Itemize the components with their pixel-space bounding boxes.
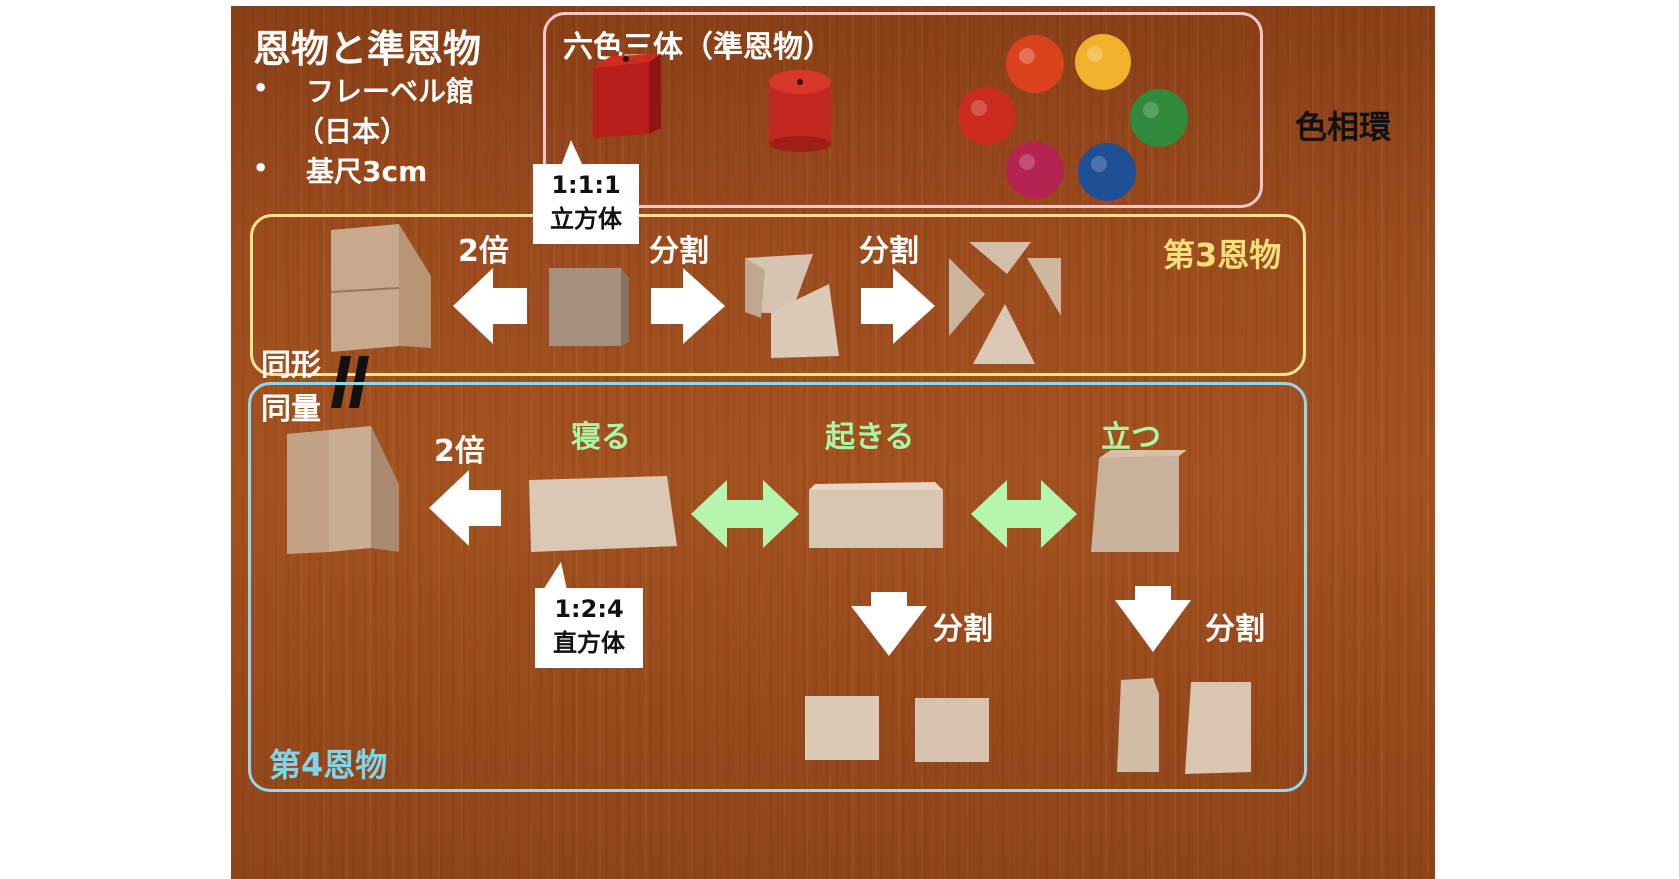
red-cube [593, 62, 649, 138]
gift3-split-label-1: 分割 [649, 234, 709, 269]
split-pillar-b [1185, 682, 1251, 774]
arrow-left-4 [429, 470, 501, 546]
green-arrow-2 [971, 480, 1077, 548]
gift3-split-label-2: 分割 [859, 234, 919, 269]
photo-background: 恩物と準恩物 • フレーベル館 （日本） • 基尺3cm 六色三体（準恩物） 色… [231, 6, 1435, 879]
gift3-label: 第3恩物 [1163, 236, 1282, 274]
bullet-module: 基尺3cm [306, 155, 428, 188]
prism-b [771, 284, 839, 358]
cuboid-bubble-tail [543, 562, 567, 590]
cuboid-bubble-ratio: 1:2:4 [554, 595, 624, 623]
color-balls [958, 34, 1188, 201]
down-arrow-2 [1115, 586, 1191, 652]
bullet-mark-2: • [253, 154, 269, 182]
small-prism-2 [949, 258, 985, 336]
small-prism-4 [973, 304, 1035, 364]
red-cylinder-bottom [769, 136, 831, 152]
gift4-split-label-1: 分割 [933, 612, 993, 647]
gift4-objects [287, 426, 1251, 774]
color-wheel-label: 色相環 [1295, 108, 1392, 146]
cuboid-bubble: 1:2:4 直方体 [535, 588, 643, 668]
split-cube-b [915, 698, 989, 762]
gift3-double-label: 2倍 [458, 234, 509, 269]
lying-cuboid [529, 476, 677, 552]
cuboid-bubble-name: 直方体 [553, 629, 625, 657]
down-arrow-1 [851, 592, 927, 656]
gift4-split-label-2: 分割 [1205, 612, 1265, 647]
red-cube-side [649, 54, 661, 134]
pose-rising-label: 起きる [825, 420, 915, 455]
pose-standing-label: 立つ [1101, 420, 1161, 455]
ball-orange [1006, 35, 1064, 93]
green-arrow-1 [691, 480, 799, 548]
cube-bubble: 1:1:1 立方体 [533, 164, 639, 244]
cube-bubble-ratio: 1:1:1 [551, 171, 621, 199]
ball-yellow [1075, 34, 1131, 90]
arrow-left-3 [453, 268, 527, 344]
bullet-country: （日本） [296, 115, 409, 148]
rising-cuboid [809, 490, 943, 548]
ball-blue [1078, 143, 1136, 201]
small-prism-3 [1027, 258, 1061, 316]
ball-red [958, 87, 1016, 145]
split-cube-a [805, 696, 879, 760]
top-panel-objects [593, 34, 1188, 201]
small-prism-1 [969, 242, 1031, 274]
pose-lying-label: 寝る [571, 420, 631, 455]
equality-volume-label: 同量 [261, 392, 321, 427]
ball-magenta [1006, 141, 1064, 199]
double-cube-block [331, 224, 399, 352]
arrow-right-3a [651, 268, 725, 344]
gift3-objects [330, 140, 1061, 364]
cube-bubble-tail [561, 140, 583, 166]
gift4-label: 第4恩物 [269, 746, 388, 784]
single-cube [549, 268, 621, 346]
gift4-double-label: 2倍 [434, 434, 485, 469]
equality-shape-label: 同形 [261, 348, 321, 383]
red-cube-hole [623, 56, 629, 62]
gift3-frame [250, 214, 1306, 376]
bullet-publisher: フレーベル館 [306, 75, 475, 108]
red-cylinder-hole [797, 79, 803, 85]
cube-bubble-name: 立方体 [550, 205, 622, 233]
gift4-frame [248, 382, 1307, 792]
standing-cuboid [1091, 456, 1179, 552]
double-standing-block [287, 430, 329, 554]
page-title: 恩物と準恩物 [253, 27, 482, 71]
ball-green [1130, 89, 1188, 147]
arrow-right-3b [861, 268, 935, 344]
bullet-mark-1: • [253, 74, 269, 102]
top-panel-frame [543, 12, 1263, 208]
split-pillar-a [1117, 678, 1159, 772]
